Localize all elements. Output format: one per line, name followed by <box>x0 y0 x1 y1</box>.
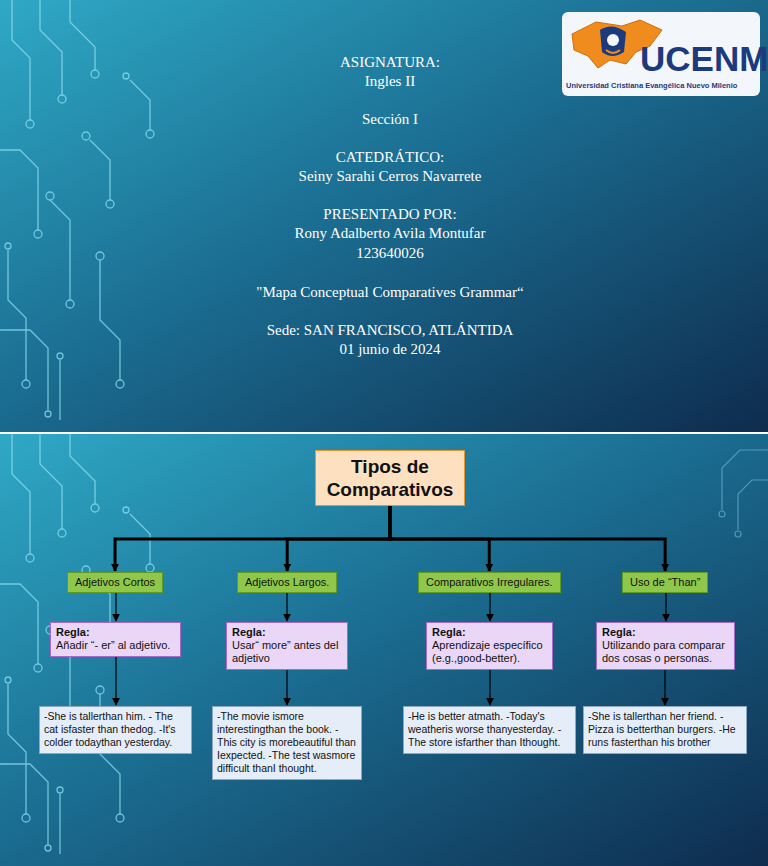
category-box: Adjetivos Cortos <box>67 572 163 593</box>
rule-heading: Regla: <box>56 626 175 639</box>
category-box: Uso de “Than” <box>622 572 708 593</box>
cover-text: "Mapa Conceptual Comparatives Grammar“ <box>180 283 600 302</box>
rule-box: Regla:Usar“ more” antes del adjetivo <box>226 622 348 670</box>
node-text: Uso de “Than” <box>630 576 700 589</box>
rule-box: Regla:Añadir “- er” al adjetivo. <box>50 622 181 657</box>
step-connector <box>115 657 116 705</box>
step-connector <box>489 593 490 621</box>
rule-box: Regla:Aprendizaje específico (e.g.,good-… <box>426 622 553 670</box>
category-box: Adjetivos Largos. <box>237 572 337 593</box>
logo-wordmark: UCENM <box>640 40 768 78</box>
node-text: -He is better atmath. -Today's weatheris… <box>408 710 571 749</box>
branch-connector <box>115 506 390 571</box>
branch-connector <box>287 506 390 571</box>
node-text: Tipos de Comparativos <box>322 455 458 501</box>
circuit-pattern <box>0 0 154 420</box>
slide-one-ground <box>0 0 768 432</box>
example-box: -She is tallerthan him. - The cat isfast… <box>39 706 192 754</box>
example-box: -He is better atmath. -Today's weatheris… <box>403 706 576 754</box>
category-box: Comparativos Irregulares. <box>418 572 561 593</box>
node-text: Adjetivos Cortos <box>75 576 155 589</box>
slide-two-ground <box>0 434 768 866</box>
cover-text: CATEDRÁTICO: <box>180 148 600 167</box>
node-text: Aprendizaje específico (e.g.,good-better… <box>432 639 547 665</box>
cover-text: Sección I <box>180 110 600 129</box>
step-connector <box>115 593 116 621</box>
cover-text: ASIGNATURA: <box>180 53 600 72</box>
node-text: Utilizando para comparar dos cosas o per… <box>602 639 729 665</box>
example-box: -The movie ismore interestingthan the bo… <box>212 706 362 780</box>
node-text: Añadir “- er” al adjetivo. <box>56 639 175 652</box>
root-concept-box: Tipos de Comparativos <box>315 450 465 506</box>
cover-text: Sede: SAN FRANCISCO, ATLÁNTIDA <box>180 321 600 340</box>
cover-text: Ingles II <box>180 72 600 91</box>
cover-text: Rony Adalberto Avila Montufar <box>180 224 600 243</box>
step-connector <box>664 670 665 705</box>
branch-connector <box>390 506 665 571</box>
step-connector <box>489 670 490 705</box>
rule-box: Regla:Utilizando para comparar dos cosas… <box>596 622 735 670</box>
step-connector <box>286 593 287 621</box>
step-connector <box>665 593 666 621</box>
node-text: Usar“ more” antes del adjetivo <box>232 639 342 665</box>
node-text: Adjetivos Largos. <box>245 576 329 589</box>
node-text: Comparativos Irregulares. <box>426 576 553 589</box>
rule-heading: Regla: <box>432 626 547 639</box>
logo-subtitle: Universidad Cristiana Evangélica Nuevo M… <box>566 81 737 90</box>
cover-text: 123640026 <box>180 244 600 263</box>
example-box: -She is tallerthan her friend. -Pizza is… <box>583 706 747 754</box>
step-connector <box>286 670 287 705</box>
node-text: -She is tallerthan him. - The cat isfast… <box>44 710 187 749</box>
node-text: -She is tallerthan her friend. -Pizza is… <box>588 710 742 749</box>
cover-text: 01 junio de 2024 <box>180 340 600 359</box>
cover-text: PRESENTADO POR: <box>180 205 600 224</box>
node-text: -The movie ismore interestingthan the bo… <box>217 710 357 775</box>
rule-heading: Regla: <box>232 626 342 639</box>
circuit-pattern <box>719 450 768 537</box>
cover-text: Seiny Sarahi Cerros Navarrete <box>180 167 600 186</box>
rule-heading: Regla: <box>602 626 729 639</box>
